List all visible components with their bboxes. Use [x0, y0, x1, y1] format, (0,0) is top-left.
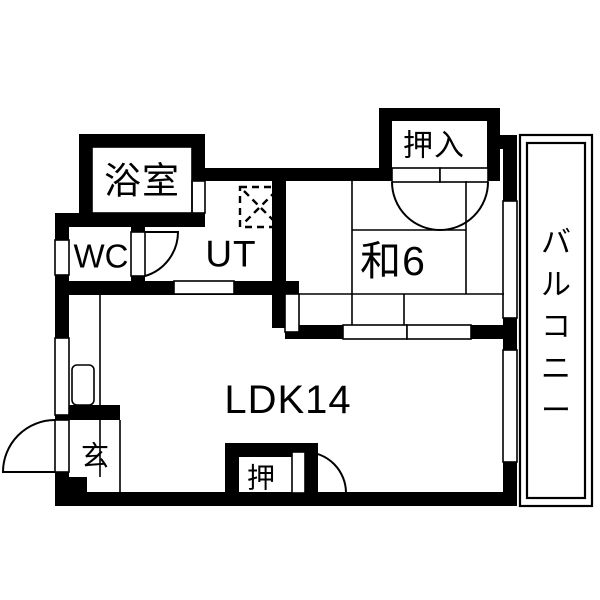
window-left-lower-outline [54, 337, 70, 416]
shoe-cabinet-fixture [71, 364, 95, 406]
room-labels: 浴室 WC UT 押入 和6 LDK14 玄 押 バ ル コ ニ ー [74, 130, 571, 494]
closet-upper-left-swing-arc [391, 181, 441, 231]
openings-group [1, 167, 518, 494]
closet-upper-door-right-outline [439, 167, 489, 183]
label-bathroom: 浴室 [104, 161, 180, 202]
wall-top-mid [285, 168, 385, 181]
label-japanese-room: 和6 [360, 238, 426, 284]
wall-wc-bottom [55, 281, 185, 295]
window-left-upper[interactable] [55, 240, 69, 275]
wall-right-lower [503, 462, 517, 506]
washer-x-line-1 [243, 190, 277, 224]
label-entrance: 玄 [81, 441, 109, 472]
wall-closet-left [379, 108, 392, 181]
washing-machine-space [238, 185, 282, 229]
balcony-window-lower[interactable] [503, 350, 517, 462]
entrance-door-swing-arc [1, 419, 56, 473]
window-left-upper-outline [54, 239, 70, 276]
label-balcony-char-4: ー [541, 395, 571, 428]
utility-door-outline [173, 280, 235, 295]
window-left-lower[interactable] [55, 338, 69, 415]
label-balcony-char-1: ル [541, 269, 571, 302]
washer-dashed-square [238, 185, 282, 229]
wall-closet2-left [225, 443, 239, 493]
balcony-window-upper-outline [502, 200, 518, 319]
wall-bottom [55, 492, 504, 506]
label-closet-lower: 押 [247, 463, 275, 494]
closet-lower-door-panel[interactable] [292, 452, 305, 493]
label-balcony-char-3: ニ [541, 353, 571, 386]
wall-bath-left [79, 134, 92, 213]
label-balcony-char-2: コ [541, 311, 571, 344]
toilet-door-swing-arc [144, 231, 180, 277]
toilet-door-opening[interactable] [131, 232, 145, 276]
washer-x-line-2 [243, 190, 277, 224]
toilet-door-outline [130, 231, 146, 277]
label-toilet: WC [74, 238, 129, 275]
tatami-left-opening[interactable] [285, 294, 299, 332]
tatami-left-opening-outline [284, 293, 300, 333]
balcony-window-upper[interactable] [503, 201, 517, 318]
label-balcony: バ ル コ ニ ー [541, 227, 571, 428]
balcony-outer-outline [518, 133, 594, 508]
closet-lower-door-swing-arc [304, 451, 347, 494]
wall-right-upper [503, 135, 517, 201]
utility-door-opening[interactable] [174, 281, 234, 294]
wall-bath-top [79, 134, 205, 147]
balcony-outline-group [518, 133, 594, 508]
fusuma-panel-left[interactable] [343, 325, 407, 339]
wall-entrance-top [55, 405, 120, 420]
wall-closet2-right [305, 443, 318, 493]
wall-right-mid [503, 318, 517, 350]
label-closet-upper: 押入 [403, 130, 465, 163]
fusuma-panel-right-outline [406, 324, 472, 340]
closet-upper-door-left-panel[interactable] [392, 168, 440, 182]
wall-bath-bottom [55, 213, 205, 227]
wall-ut-top [192, 168, 285, 181]
entrance-door-panel[interactable] [55, 420, 69, 472]
bathroom-inner-outline [91, 146, 193, 214]
closet-upper-door-right-panel[interactable] [440, 168, 488, 182]
balcony-inner-outline [525, 141, 587, 500]
label-living: LDK14 [224, 378, 351, 422]
label-utility: UT [205, 234, 256, 275]
entrance-door-panel-outline [54, 419, 70, 473]
closet-upper-right-swing-arc [439, 181, 489, 231]
wall-left-a [55, 213, 69, 240]
label-balcony-char-0: バ [541, 227, 571, 260]
balcony-window-lower-outline [502, 349, 518, 463]
interior-division-lines [71, 146, 504, 492]
wall-closet-top [379, 108, 500, 121]
closet-lower-door-panel-outline [291, 451, 306, 494]
fusuma-panel-right[interactable] [407, 325, 471, 339]
bathroom-door-opening[interactable] [192, 181, 205, 213]
